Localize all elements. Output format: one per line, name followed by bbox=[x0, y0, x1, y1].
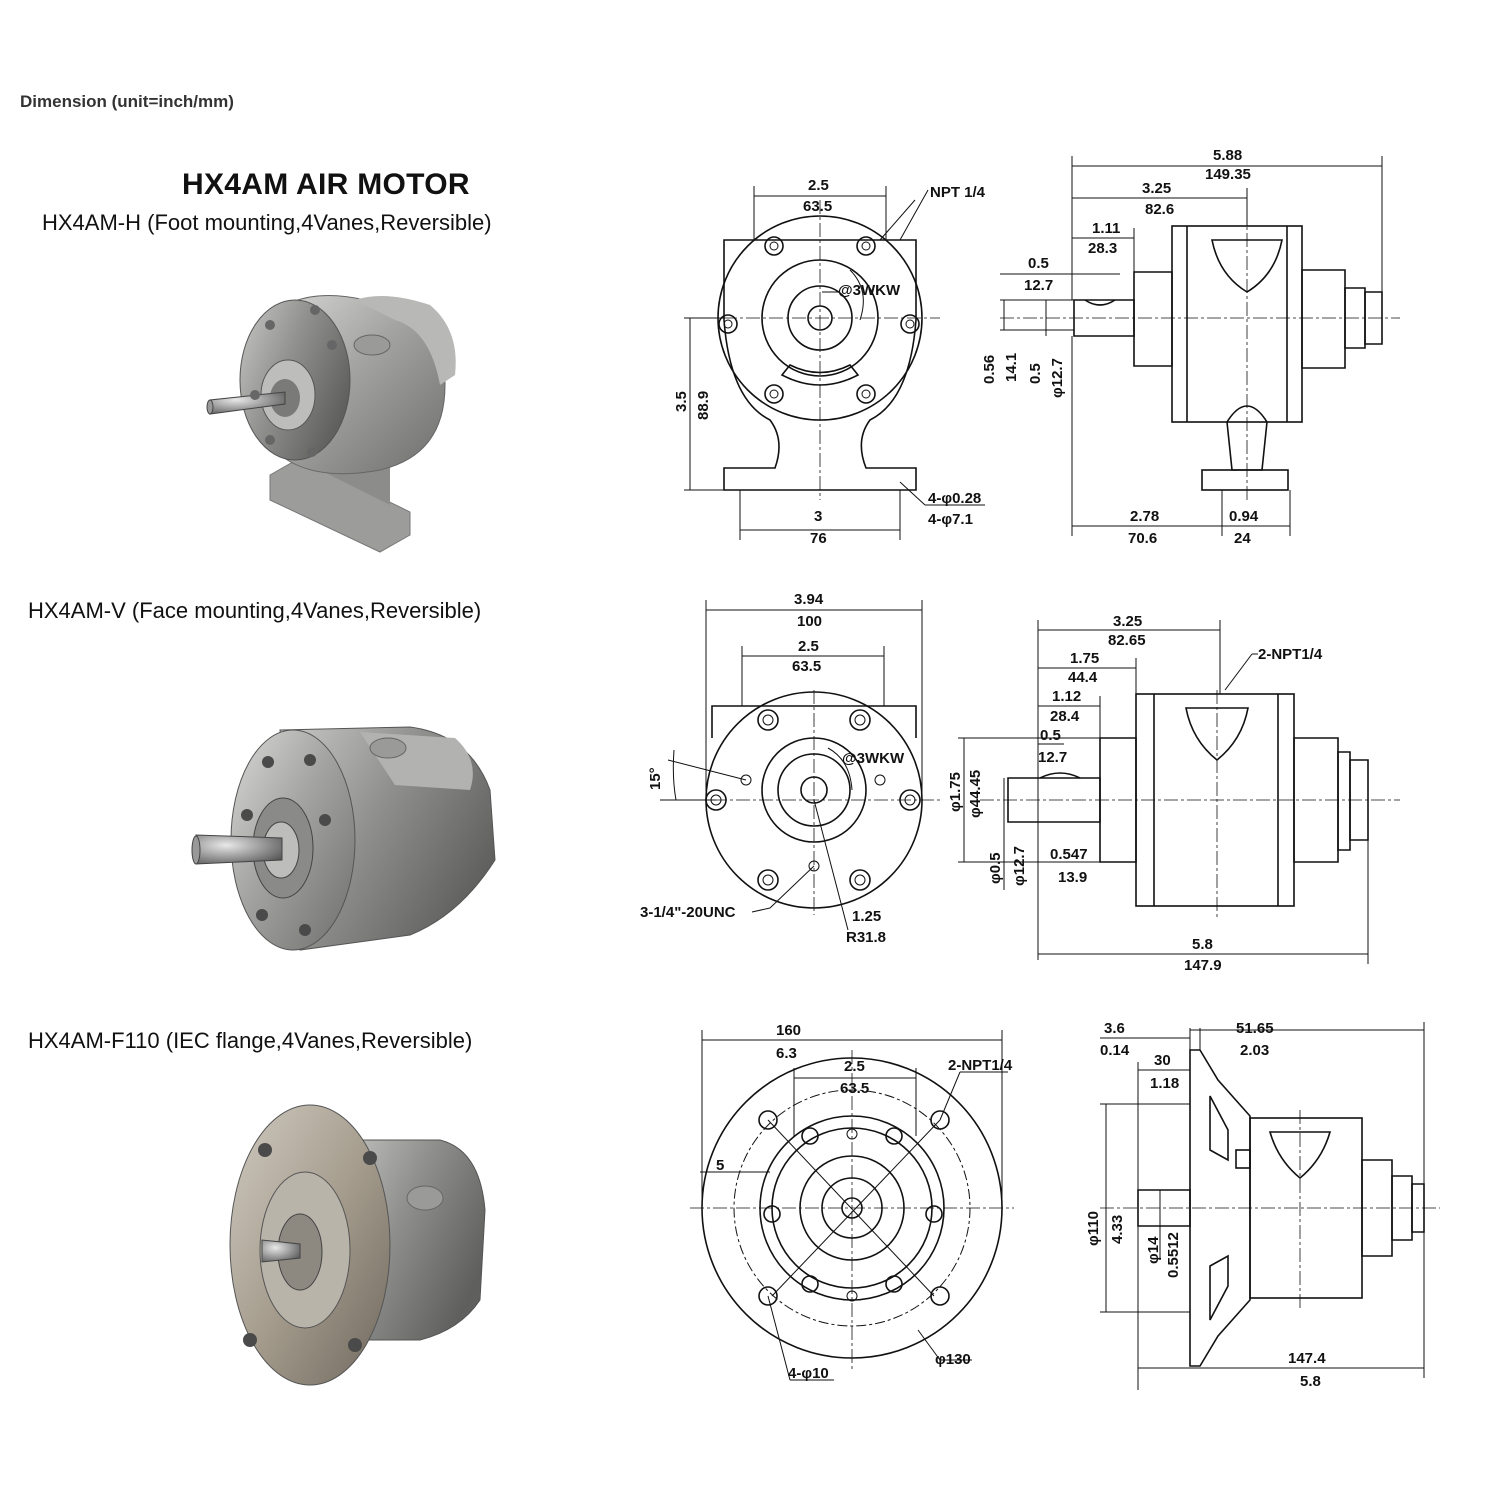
dim-f-bolt-w-in: 2.5 bbox=[844, 1058, 865, 1075]
dim-vs-shaftd-in: φ0.5 bbox=[987, 852, 1004, 884]
dim-h-bolt-w-in: 2.5 bbox=[808, 177, 829, 194]
drawing-v-front bbox=[660, 600, 940, 931]
dim-v-bolt-w-in: 2.5 bbox=[798, 638, 819, 655]
dim-fs-flange-t-in: 0.14 bbox=[1100, 1042, 1130, 1059]
dim-f-port: 2-NPT1/4 bbox=[948, 1057, 1013, 1074]
dim-fs-flange-l-mm: 51.65 bbox=[1236, 1020, 1274, 1037]
dim-hs-body-mm: 82.6 bbox=[1145, 201, 1174, 218]
dim-vs-shaftd-mm: φ12.7 bbox=[1011, 846, 1028, 886]
dim-v-radius-mm: R31.8 bbox=[846, 929, 886, 946]
dim-f-flange-mm: 160 bbox=[776, 1022, 801, 1039]
photo-hx4am-f110 bbox=[229, 1104, 486, 1386]
dim-f-holes: 4-φ10 bbox=[788, 1365, 829, 1382]
dim-v-width-mm: 100 bbox=[797, 613, 822, 630]
dim-v-radius-in: 1.25 bbox=[852, 908, 881, 925]
dim-h-port: NPT 1/4 bbox=[930, 184, 986, 201]
dim-h-rotation: @3WKW bbox=[838, 282, 901, 299]
dim-vs-pilot-l-mm: 44.4 bbox=[1068, 669, 1098, 686]
drawing-f-front bbox=[690, 1030, 1014, 1381]
model-label-f110: HX4AM-F110 (IEC flange,4Vanes,Reversible… bbox=[28, 1028, 473, 1053]
dim-vs-total-in: 5.8 bbox=[1192, 936, 1213, 953]
dim-hs-keyh-in: 0.56 bbox=[981, 355, 998, 384]
dim-v-thread: 3-1/4"-20UNC bbox=[640, 904, 736, 921]
model-label-v: HX4AM-V (Face mounting,4Vanes,Reversible… bbox=[28, 598, 482, 623]
dim-hs-total-mm: 149.35 bbox=[1205, 166, 1251, 183]
dim-fs-total-in: 5.8 bbox=[1300, 1373, 1321, 1390]
dim-f-flange-in: 6.3 bbox=[776, 1045, 797, 1062]
dim-h-bolt-w-mm: 63.5 bbox=[803, 198, 832, 215]
dim-hs-shaft-in: 1.11 bbox=[1092, 220, 1120, 237]
photo-hx4am-v bbox=[191, 726, 496, 951]
dim-vs-keyd-in: 0.547 bbox=[1050, 846, 1088, 863]
dim-h-height-in: 3.5 bbox=[673, 391, 690, 412]
dim-hs-shaft-mm: 28.3 bbox=[1088, 240, 1117, 257]
drawing-f-side bbox=[1100, 1022, 1440, 1390]
drawing-v-side bbox=[958, 620, 1400, 964]
dim-hs-shaftd-mm: φ12.7 bbox=[1049, 358, 1066, 398]
main-title: HX4AM AIR MOTOR bbox=[182, 168, 470, 201]
dim-f-bolt-w-mm: 63.5 bbox=[840, 1080, 869, 1097]
dim-hs-key-in: 0.5 bbox=[1028, 255, 1049, 272]
dim-fs-flange-l-in: 2.03 bbox=[1240, 1042, 1269, 1059]
dim-v-angle: 15° bbox=[647, 767, 664, 790]
dim-vs-pilot-l-in: 1.75 bbox=[1070, 650, 1099, 667]
dim-vs-body-mm: 82.65 bbox=[1108, 632, 1146, 649]
dim-f-five: 5 bbox=[716, 1157, 724, 1174]
dim-hs-key-mm: 12.7 bbox=[1024, 277, 1053, 294]
dim-h-holes-in: 4-φ0.28 bbox=[928, 490, 981, 507]
dim-fs-pilot-l-mm: 30 bbox=[1154, 1052, 1171, 1069]
dim-h-base-in: 3 bbox=[814, 508, 822, 525]
drawing-h-side bbox=[1000, 156, 1400, 536]
dim-f-pcd: φ130 bbox=[935, 1351, 971, 1368]
unit-note: Dimension (unit=inch/mm) bbox=[20, 92, 234, 111]
dim-fs-flange-t-mm: 3.6 bbox=[1104, 1020, 1125, 1037]
dim-v-width-in: 3.94 bbox=[794, 591, 824, 608]
dim-vs-keyd-mm: 13.9 bbox=[1058, 869, 1087, 886]
dim-fs-pilot-d-mm: φ110 bbox=[1085, 1211, 1102, 1246]
model-label-h: HX4AM-H (Foot mounting,4Vanes,Reversible… bbox=[42, 210, 492, 235]
dim-vs-key-in: 0.5 bbox=[1040, 727, 1061, 744]
dim-vs-pilot-d-in: φ1.75 bbox=[947, 772, 964, 812]
dim-fs-shaftd-in: 0.5512 bbox=[1165, 1232, 1182, 1278]
dim-vs-port: 2-NPT1/4 bbox=[1258, 646, 1323, 663]
dim-vs-total-mm: 147.9 bbox=[1184, 957, 1222, 974]
dim-hs-total-in: 5.88 bbox=[1213, 147, 1242, 164]
dim-vs-shaft-mm: 28.4 bbox=[1050, 708, 1080, 725]
dim-v-rotation: @3WKW bbox=[842, 750, 905, 767]
dim-fs-pilot-l-in: 1.18 bbox=[1150, 1075, 1179, 1092]
dim-fs-total-mm: 147.4 bbox=[1288, 1350, 1326, 1367]
dim-vs-shaft-in: 1.12 bbox=[1052, 688, 1081, 705]
dim-vs-pilot-d-mm: φ44.45 bbox=[967, 770, 984, 818]
dim-hs-footw-mm: 24 bbox=[1234, 530, 1251, 547]
dim-hs-foot-mm: 70.6 bbox=[1128, 530, 1157, 547]
dim-hs-foot-in: 2.78 bbox=[1130, 508, 1159, 525]
dim-hs-body-in: 3.25 bbox=[1142, 180, 1171, 197]
dim-hs-keyh-mm: 14.1 bbox=[1003, 353, 1020, 382]
dim-h-holes-mm: 4-φ7.1 bbox=[928, 511, 973, 528]
dim-vs-key-mm: 12.7 bbox=[1038, 749, 1067, 766]
dim-v-bolt-w-mm: 63.5 bbox=[792, 658, 821, 675]
drawing-h-front bbox=[684, 186, 985, 540]
dim-vs-body-in: 3.25 bbox=[1113, 613, 1142, 630]
photo-hx4am-h bbox=[206, 295, 456, 553]
dim-hs-shaftd-in: 0.5 bbox=[1027, 363, 1044, 384]
dim-fs-shaftd-mm: φ14 bbox=[1145, 1236, 1162, 1264]
dim-fs-pilot-d-in: 4.33 bbox=[1109, 1215, 1126, 1244]
dim-h-base-mm: 76 bbox=[810, 530, 827, 547]
dim-h-height-mm: 88.9 bbox=[695, 391, 712, 420]
dim-hs-footw-in: 0.94 bbox=[1229, 508, 1259, 525]
